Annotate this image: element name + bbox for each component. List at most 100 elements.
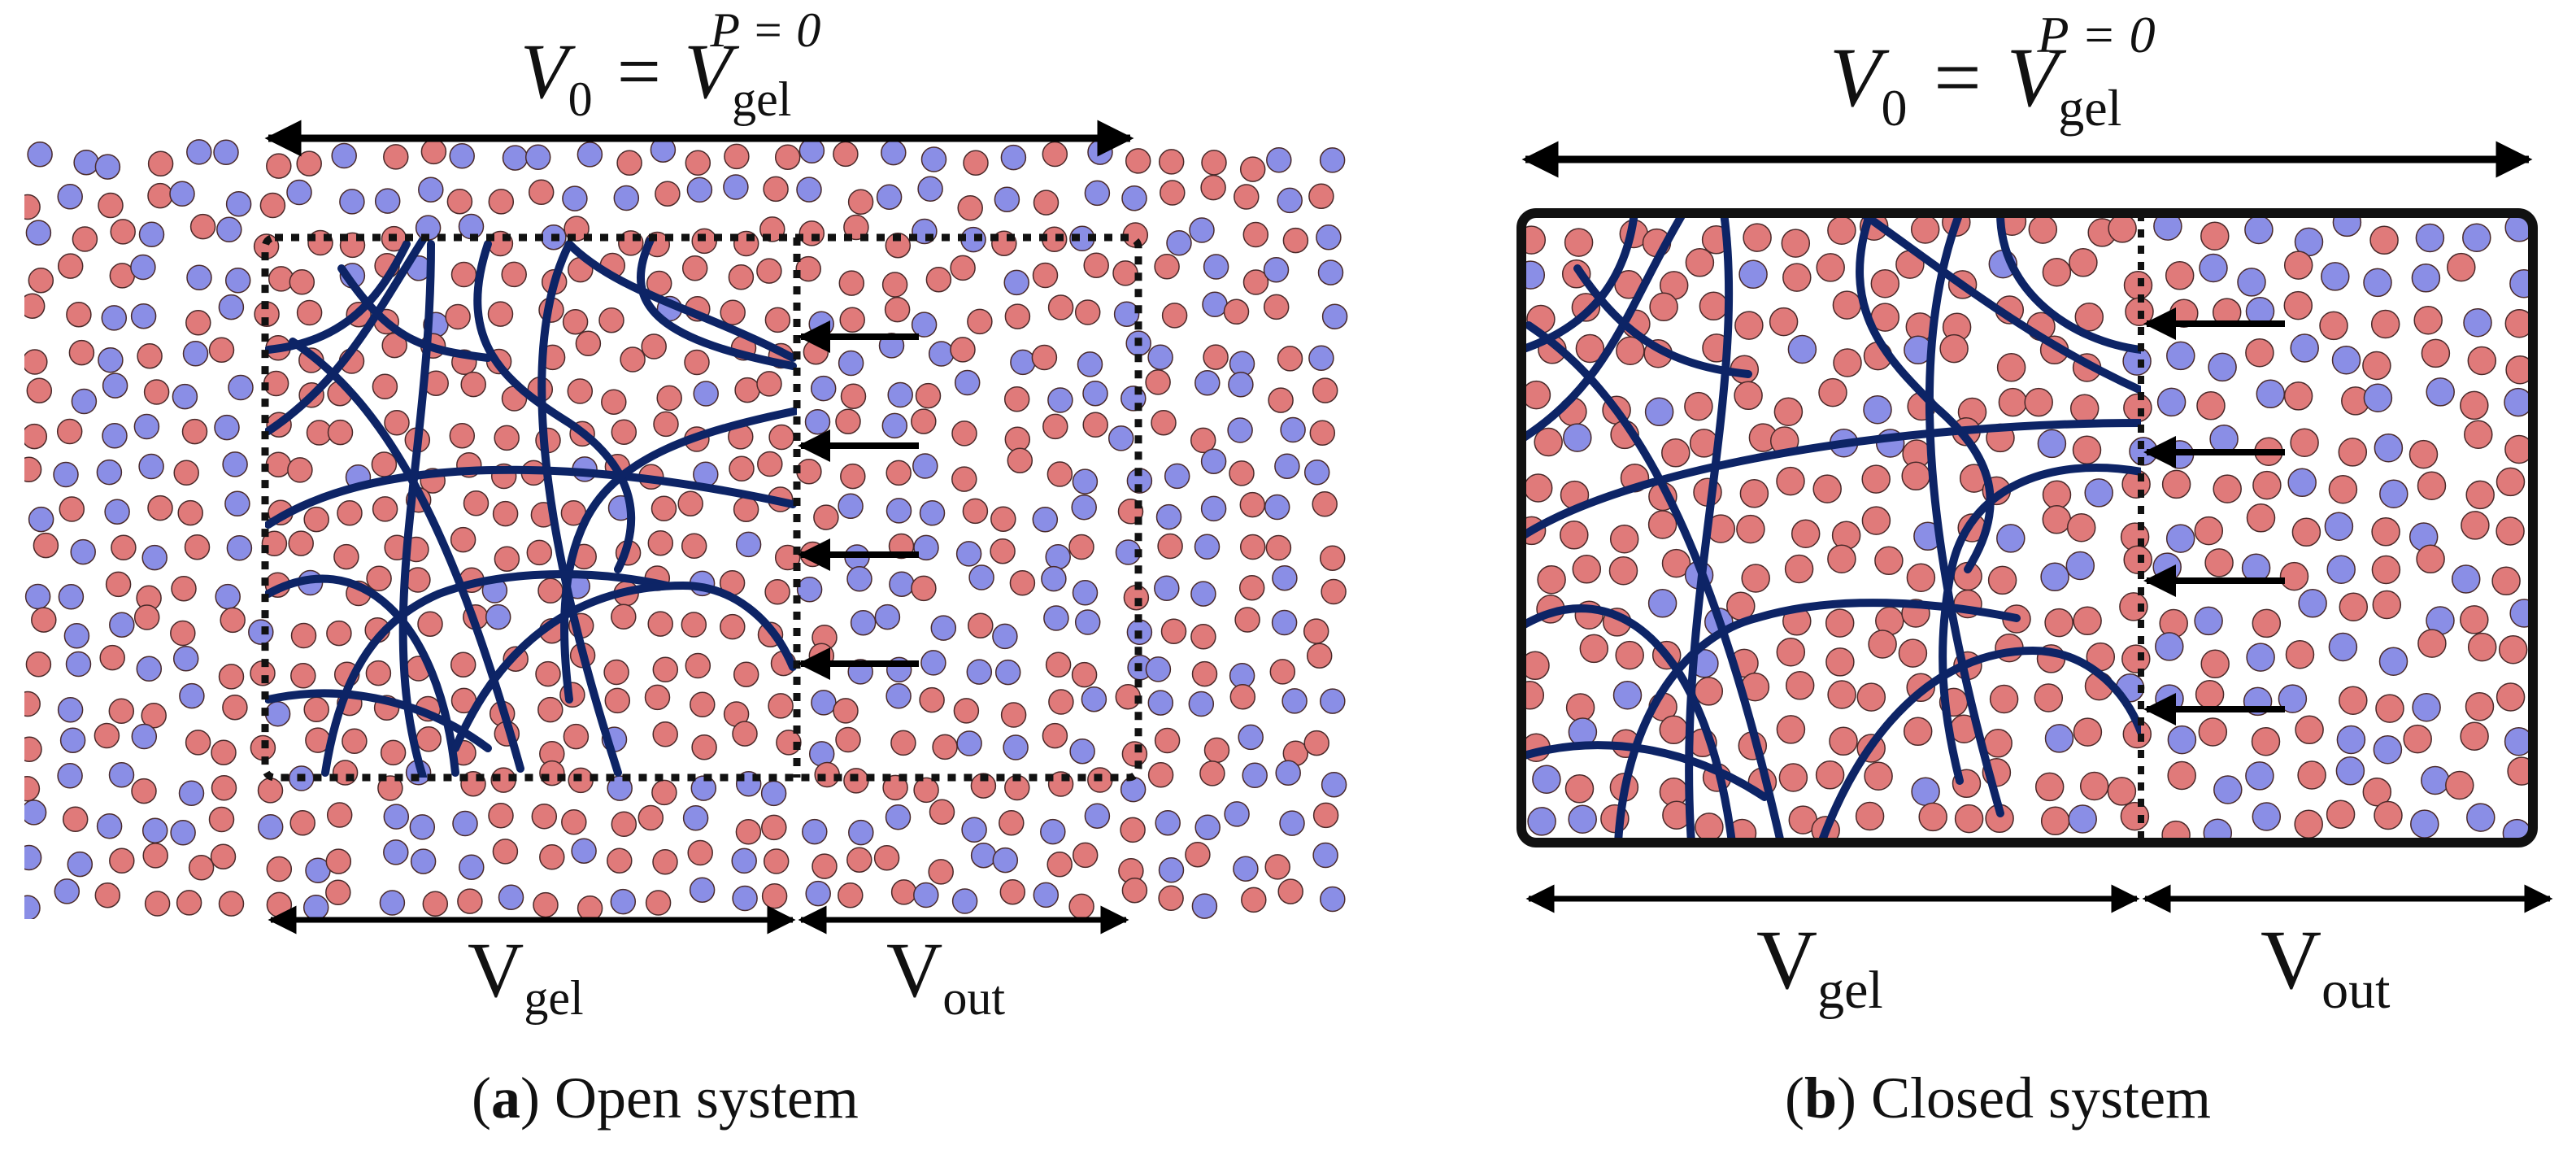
red-particle bbox=[1082, 412, 1108, 438]
red-particle bbox=[967, 308, 993, 335]
red-particle bbox=[577, 895, 603, 919]
blue-particle bbox=[1121, 185, 1147, 211]
blue-particle bbox=[2152, 552, 2182, 582]
red-particle bbox=[1785, 671, 1815, 700]
red-particle bbox=[950, 337, 976, 363]
red-particle bbox=[327, 419, 354, 446]
red-particle bbox=[1042, 722, 1068, 749]
red-particle bbox=[181, 418, 208, 445]
red-particle bbox=[1190, 624, 1216, 650]
red-particle bbox=[220, 607, 246, 634]
red-particle bbox=[1827, 680, 1856, 709]
red-particle bbox=[494, 546, 520, 572]
red-particle bbox=[1265, 534, 1292, 561]
red-particle bbox=[1874, 546, 1904, 576]
red-particle bbox=[1185, 841, 1211, 868]
blue-particle bbox=[886, 498, 912, 524]
red-particle bbox=[1031, 344, 1058, 371]
red-particle bbox=[653, 411, 679, 438]
blue-particle bbox=[172, 646, 199, 672]
red-particle bbox=[1308, 183, 1334, 210]
blue-particle bbox=[2321, 262, 2350, 291]
red-particle bbox=[951, 420, 977, 447]
red-particle bbox=[2196, 391, 2226, 420]
blue-particle bbox=[732, 885, 758, 912]
blue-particle bbox=[383, 839, 409, 865]
red-particle bbox=[141, 703, 167, 729]
red-particle bbox=[1282, 227, 1309, 254]
red-particle bbox=[1157, 533, 1183, 560]
blue-particle bbox=[689, 877, 716, 903]
blue-particle bbox=[215, 583, 241, 610]
red-particle bbox=[257, 778, 284, 804]
blue-particle bbox=[2373, 734, 2403, 765]
red-particle bbox=[24, 775, 41, 802]
red-particle bbox=[838, 882, 864, 908]
blue-particle bbox=[1191, 893, 1218, 919]
blue-particle bbox=[886, 683, 912, 709]
blue-particle bbox=[956, 730, 982, 756]
red-particle bbox=[457, 888, 483, 914]
blue-particle bbox=[613, 185, 640, 211]
red-particle bbox=[2460, 605, 2489, 634]
blue-particle bbox=[2331, 345, 2361, 375]
red-particle bbox=[266, 856, 293, 882]
red-particle bbox=[2069, 394, 2100, 424]
red-particle bbox=[1855, 801, 1885, 831]
red-particle bbox=[1734, 311, 1764, 340]
red-particle bbox=[795, 255, 821, 282]
blue-particle bbox=[1228, 372, 1254, 398]
red-particle bbox=[450, 261, 477, 288]
blue-particle bbox=[2426, 377, 2455, 407]
red-particle bbox=[1312, 802, 1339, 829]
blue-particle bbox=[577, 142, 603, 168]
red-particle bbox=[950, 255, 976, 281]
red-particle bbox=[813, 504, 839, 530]
blue-particle bbox=[1047, 387, 1073, 413]
blue-particle bbox=[214, 414, 240, 441]
red-particle bbox=[886, 460, 912, 486]
vgel-label-closed: Vgel bbox=[1756, 913, 1883, 1020]
red-particle bbox=[1791, 519, 1821, 548]
red-particle bbox=[1903, 717, 1933, 747]
blue-particle bbox=[63, 623, 90, 649]
blue-particle bbox=[27, 142, 53, 168]
red-particle bbox=[2283, 251, 2313, 280]
polymer-chain bbox=[1685, 213, 1734, 843]
red-particle bbox=[1773, 397, 1804, 426]
blue-particle bbox=[1155, 503, 1182, 530]
red-particle bbox=[2034, 772, 2065, 802]
red-particle bbox=[1861, 506, 1891, 535]
polymer-chain bbox=[1573, 264, 1752, 378]
red-particle bbox=[94, 722, 120, 749]
blue-particle bbox=[1224, 801, 1250, 827]
red-particle bbox=[372, 373, 398, 400]
red-particle bbox=[890, 730, 916, 756]
polymer-chain bbox=[1858, 213, 2141, 394]
blue-particle bbox=[57, 697, 84, 723]
red-particle bbox=[691, 734, 717, 760]
red-particle bbox=[2251, 726, 2281, 756]
blue-particle bbox=[1145, 656, 1172, 682]
blue-particle bbox=[331, 142, 357, 169]
red-particle bbox=[1191, 660, 1218, 687]
blue-particle bbox=[65, 651, 92, 678]
blue-particle bbox=[138, 221, 165, 248]
blue-particle bbox=[2504, 387, 2533, 417]
blue-particle bbox=[213, 139, 239, 166]
blue-particle bbox=[2463, 307, 2492, 338]
blue-particle bbox=[2328, 632, 2358, 662]
red-particle bbox=[999, 878, 1026, 905]
red-particle bbox=[185, 730, 211, 756]
red-particle bbox=[919, 686, 945, 713]
red-particle bbox=[460, 371, 486, 398]
red-particle bbox=[1009, 570, 1036, 596]
red-particle bbox=[66, 301, 92, 328]
red-particle bbox=[26, 377, 53, 403]
polymer-chain bbox=[637, 237, 797, 370]
red-particle bbox=[764, 579, 790, 605]
red-particle bbox=[2294, 809, 2323, 839]
red-particle bbox=[1047, 294, 1074, 320]
red-particle bbox=[2328, 474, 2358, 504]
red-particle bbox=[2467, 632, 2497, 662]
